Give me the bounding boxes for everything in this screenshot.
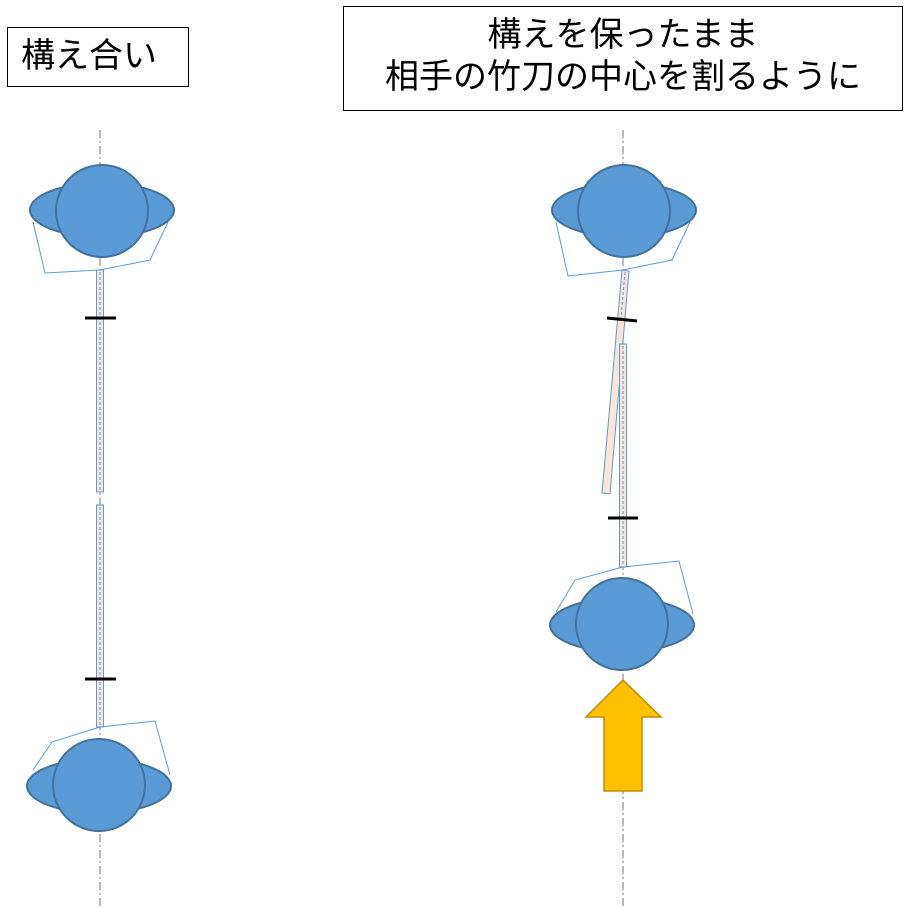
tsuba: [607, 318, 637, 321]
player-bottom-left: [27, 721, 171, 831]
head: [53, 739, 145, 831]
shinai-bottom-left: [85, 505, 116, 727]
arrow-up-icon: [586, 680, 661, 791]
player-top-left: [30, 165, 174, 273]
head: [576, 578, 668, 670]
shinai-top-left: [85, 270, 116, 492]
head: [56, 165, 148, 257]
head: [578, 165, 670, 257]
player-top-right: [552, 165, 696, 276]
player-bottom-right: [550, 561, 694, 670]
